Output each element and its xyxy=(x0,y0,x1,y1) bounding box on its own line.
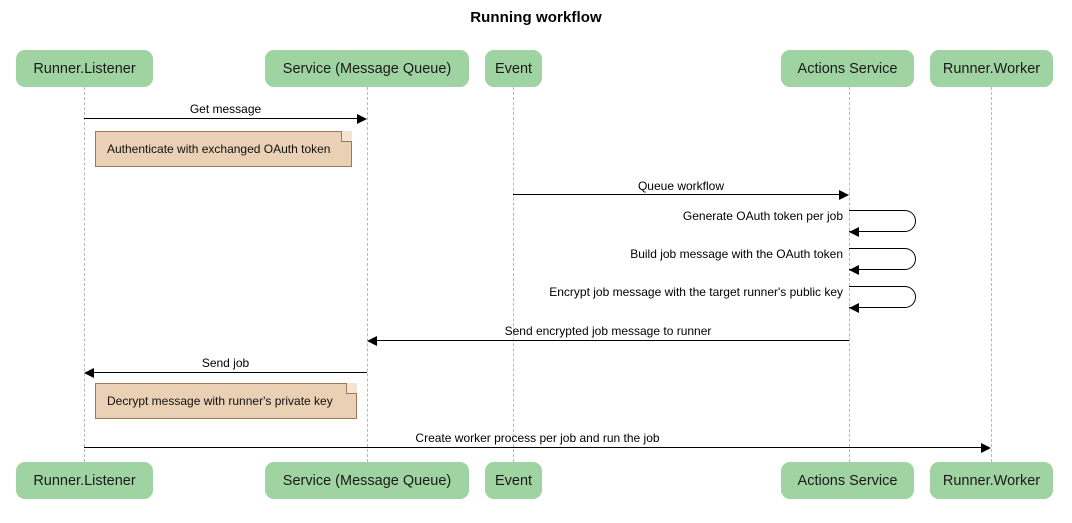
arrow-head-left-encrypt-job-message xyxy=(849,303,859,313)
message-line-send-job xyxy=(94,372,367,373)
note-label: Authenticate with exchanged OAuth token xyxy=(107,142,331,156)
participant-service-mq-top[interactable]: Service (Message Queue) xyxy=(265,50,469,87)
participant-event-bottom[interactable]: Event xyxy=(485,462,542,499)
participant-event-top[interactable]: Event xyxy=(485,50,542,87)
arrow-head-left-send-encrypted-job xyxy=(367,336,377,346)
message-label-build-job-message: Build job message with the OAuth token xyxy=(630,247,843,261)
message-line-create-worker-process xyxy=(84,447,981,448)
participant-runner-worker-top[interactable]: Runner.Worker xyxy=(930,50,1053,87)
arrow-head-left-generate-oauth-token xyxy=(849,227,859,237)
arrow-head-right-get-message xyxy=(357,114,367,124)
lifeline-runner-worker xyxy=(991,87,992,462)
message-label-encrypt-job-message: Encrypt job message with the target runn… xyxy=(549,285,843,299)
message-label-send-encrypted-job: Send encrypted job message to runner xyxy=(504,324,712,338)
message-label-create-worker-process: Create worker process per job and run th… xyxy=(415,431,660,445)
self-loop-encrypt-job-message xyxy=(849,286,916,308)
message-line-get-message xyxy=(84,118,357,119)
note-fold-corner-icon xyxy=(346,383,357,394)
arrow-head-left-send-job xyxy=(84,368,94,378)
arrow-head-right-create-worker-process xyxy=(981,443,991,453)
note-fold-corner-icon xyxy=(341,131,352,142)
message-line-queue-workflow xyxy=(513,194,839,195)
message-line-send-encrypted-job xyxy=(377,340,849,341)
participant-runner-listener-bottom[interactable]: Runner.Listener xyxy=(16,462,153,499)
diagram-title: Running workflow xyxy=(470,9,602,26)
arrow-head-left-build-job-message xyxy=(849,265,859,275)
participant-actions-service-bottom[interactable]: Actions Service xyxy=(781,462,914,499)
self-loop-build-job-message xyxy=(849,248,916,270)
note-decrypt-private-key: Decrypt message with runner's private ke… xyxy=(95,383,357,419)
participant-runner-listener-top[interactable]: Runner.Listener xyxy=(16,50,153,87)
message-label-get-message: Get message xyxy=(189,102,262,116)
note-authenticate-oauth: Authenticate with exchanged OAuth token xyxy=(95,131,352,167)
note-label: Decrypt message with runner's private ke… xyxy=(107,394,333,408)
message-label-queue-workflow: Queue workflow xyxy=(637,179,725,193)
lifeline-actions-service xyxy=(849,87,850,462)
message-label-send-job: Send job xyxy=(201,356,250,370)
lifeline-service-mq xyxy=(367,87,368,462)
lifeline-runner-listener xyxy=(84,87,85,462)
participant-service-mq-bottom[interactable]: Service (Message Queue) xyxy=(265,462,469,499)
lifeline-event xyxy=(513,87,514,462)
participant-actions-service-top[interactable]: Actions Service xyxy=(781,50,914,87)
arrow-head-right-queue-workflow xyxy=(839,190,849,200)
message-label-generate-oauth-token: Generate OAuth token per job xyxy=(682,209,843,223)
self-loop-generate-oauth-token xyxy=(849,210,916,232)
participant-runner-worker-bottom[interactable]: Runner.Worker xyxy=(930,462,1053,499)
